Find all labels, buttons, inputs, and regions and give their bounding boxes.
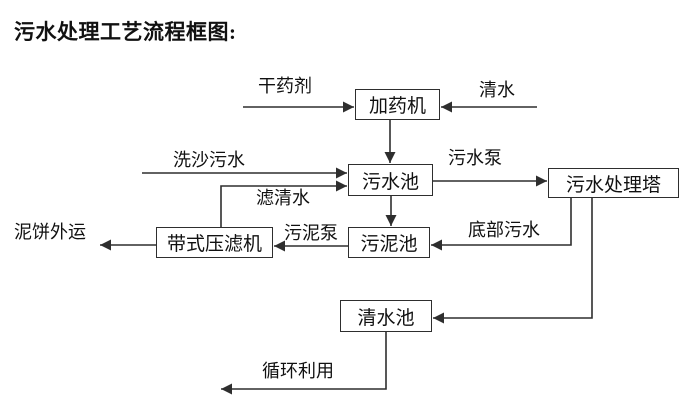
- node-doser: 加药机: [355, 89, 440, 120]
- node-treatment-tower: 污水处理塔: [548, 168, 679, 198]
- label-mud-cake-out: 泥饼外运: [14, 222, 86, 242]
- connector-filtered-water-return: [220, 180, 347, 227]
- connector-bottom-sewage-line: [431, 198, 572, 251]
- label-sludge-pump: 污泥泵: [284, 223, 338, 243]
- node-belt-filter-press: 带式压滤机: [156, 227, 273, 258]
- node-clear-pool: 清水池: [340, 300, 432, 332]
- label-sand-washing-sewage: 洗沙污水: [173, 150, 245, 170]
- label-dry-agent: 干药剂: [258, 76, 312, 96]
- node-sewage-pool: 污水池: [348, 164, 433, 196]
- label-clear-water: 清水: [479, 80, 515, 100]
- node-sludge-pool: 污泥池: [348, 227, 430, 258]
- connector-recycle-line: [221, 332, 387, 395]
- page-title: 污水处理工艺流程框图:: [14, 20, 237, 44]
- label-filtered-water: 滤清水: [256, 188, 310, 208]
- label-bottom-sewage: 底部污水: [468, 220, 540, 240]
- connector-tower-to-clear-pool: [433, 198, 593, 324]
- label-sewage-pump: 污水泵: [448, 148, 502, 168]
- label-recycle: 循环利用: [262, 361, 334, 381]
